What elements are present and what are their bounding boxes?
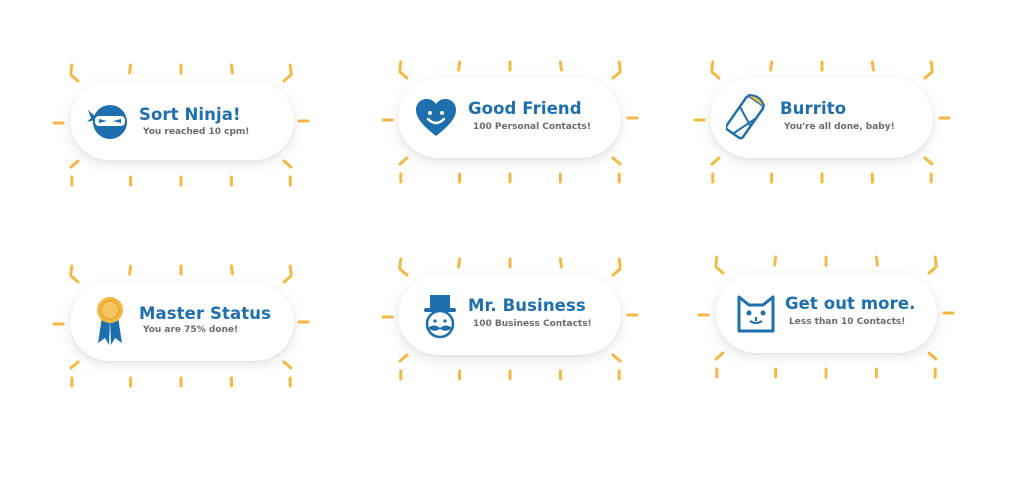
- badge-card-get-out-more[interactable]: Get out more. Less than 10 Contacts!: [716, 273, 937, 353]
- cat-icon: [737, 295, 775, 333]
- sun-ray: [398, 353, 409, 363]
- sun-ray: [128, 63, 133, 75]
- sun-ray: [927, 351, 938, 361]
- badge-title: Sort Ninja!: [139, 105, 241, 124]
- sun-ray: [398, 257, 403, 269]
- sun-ray: [611, 156, 622, 166]
- badge-card-sort-ninja[interactable]: Sort Ninja! You reached 10 cpm!: [70, 82, 294, 160]
- badge-card-good-friend[interactable]: Good Friend 100 Personal Contacts!: [398, 78, 621, 158]
- sun-ray: [773, 255, 778, 267]
- sun-ray: [69, 274, 80, 284]
- sun-ray: [282, 73, 293, 83]
- badge-subtitle: You reached 10 cpm!: [143, 127, 250, 137]
- badge-subtitle: Less than 10 Contacts!: [789, 317, 906, 327]
- sun-ray: [611, 267, 622, 277]
- sun-ray: [710, 60, 715, 72]
- sun-ray: [710, 156, 721, 166]
- badge-card-master-status[interactable]: Master Status You are 75% done!: [70, 283, 294, 361]
- sun-ray: [229, 264, 234, 276]
- sun-ray: [870, 60, 875, 72]
- sun-ray: [558, 257, 563, 269]
- sun-ray: [558, 60, 563, 72]
- sun-ray: [69, 360, 80, 370]
- sun-ray: [714, 255, 719, 267]
- badge-title: Get out more.: [785, 294, 916, 313]
- sun-ray: [611, 353, 622, 363]
- sun-ray: [923, 156, 934, 166]
- sun-ray: [617, 257, 622, 269]
- badge-title: Master Status: [139, 304, 271, 323]
- sun-ray: [929, 60, 934, 72]
- sun-ray: [69, 63, 74, 75]
- ninja-icon: [87, 105, 127, 139]
- sun-ray: [282, 159, 293, 169]
- sun-ray: [398, 60, 403, 72]
- sun-ray: [282, 274, 293, 284]
- badge-title: Burrito: [780, 99, 847, 118]
- badge-subtitle: 100 Business Contacts!: [473, 319, 592, 329]
- sun-ray: [457, 257, 462, 269]
- sun-ray: [69, 264, 74, 276]
- badge-card-burrito[interactable]: Burrito You're all done, baby!: [710, 78, 933, 158]
- medal-icon: [97, 297, 123, 345]
- sun-ray: [229, 63, 234, 75]
- sun-ray: [288, 63, 293, 75]
- sun-ray: [617, 60, 622, 72]
- sun-ray: [769, 60, 774, 72]
- sun-ray: [69, 73, 80, 83]
- sun-ray: [710, 70, 721, 80]
- badge-subtitle: You are 75% done!: [143, 325, 239, 335]
- badge-title: Mr. Business: [468, 296, 586, 315]
- burrito-icon: [726, 94, 766, 140]
- sun-ray: [933, 255, 938, 267]
- sun-ray: [398, 267, 409, 277]
- sun-ray: [282, 360, 293, 370]
- sun-ray: [927, 265, 938, 275]
- sun-ray: [611, 70, 622, 80]
- heart-face-icon: [416, 99, 456, 136]
- badge-card-mr-business[interactable]: Mr. Business 100 Business Contacts!: [398, 275, 621, 355]
- sun-ray: [714, 351, 725, 361]
- sun-ray: [128, 264, 133, 276]
- sun-ray: [398, 70, 409, 80]
- badge-title: Good Friend: [468, 99, 582, 118]
- badge-subtitle: 100 Personal Contacts!: [473, 122, 591, 132]
- sun-ray: [288, 264, 293, 276]
- sun-ray: [457, 60, 462, 72]
- sun-ray: [714, 265, 725, 275]
- sun-ray: [69, 159, 80, 169]
- sun-ray: [398, 156, 409, 166]
- badge-subtitle: You're all done, baby!: [784, 122, 895, 132]
- sun-ray: [923, 70, 934, 80]
- sun-ray: [874, 255, 879, 267]
- top-hat-man-icon: [424, 295, 456, 339]
